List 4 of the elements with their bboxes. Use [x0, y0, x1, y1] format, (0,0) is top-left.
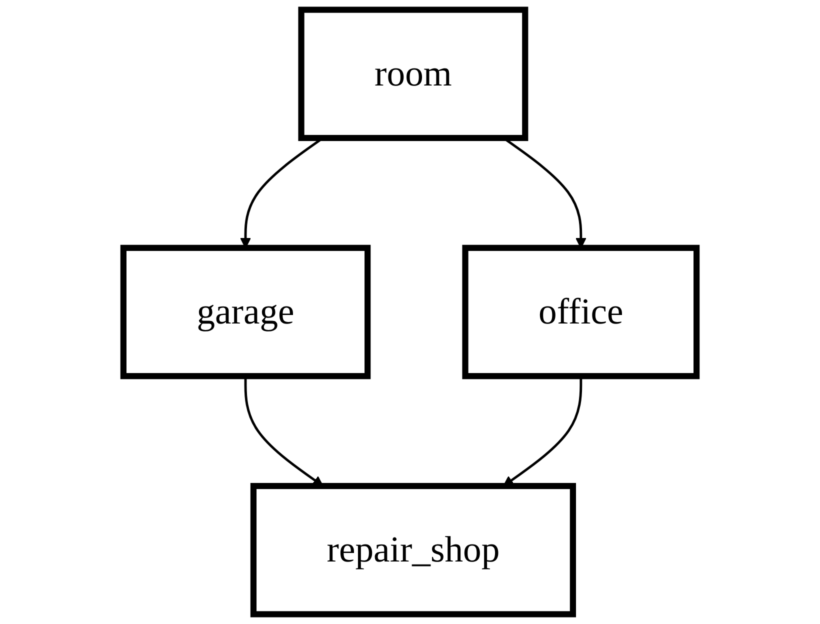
node-box: repair_shop — [250, 482, 576, 618]
node-box: office — [462, 244, 700, 380]
node-box: room — [298, 6, 528, 142]
node-box: garage — [120, 244, 371, 380]
